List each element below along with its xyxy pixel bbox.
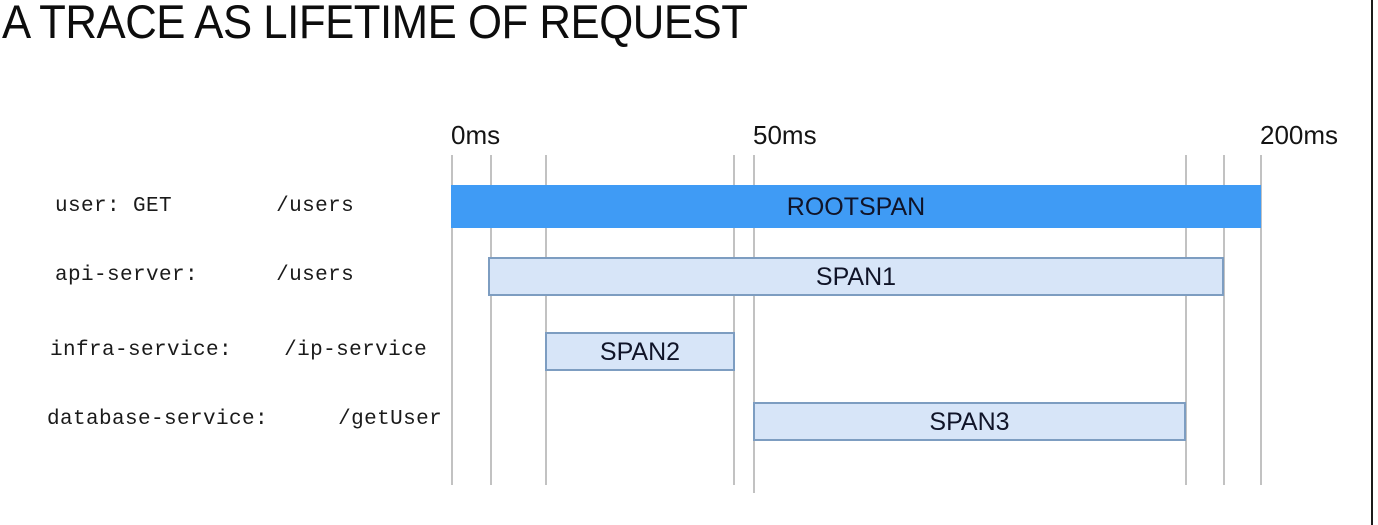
gridline-7	[1223, 155, 1225, 485]
row-service-user: user: GET	[55, 195, 173, 218]
gridline-2	[490, 155, 492, 485]
gridline-0ms	[451, 155, 453, 485]
row-label-infra-service: infra-service: /ip-service	[50, 338, 427, 364]
slide-right-border	[1371, 0, 1373, 525]
span-bar-span2[interactable]: SPAN2	[545, 332, 735, 371]
gridline-50ms	[753, 155, 755, 493]
row-endpoint-infra-service: /ip-service	[284, 339, 428, 362]
row-label-database-service: database-service: /getUser	[47, 407, 442, 433]
span-bar-span3[interactable]: SPAN3	[753, 402, 1186, 441]
gridline-3	[545, 155, 547, 485]
row-endpoint-user: /users	[276, 195, 355, 218]
page-title: A TRACE AS LIFETIME OF REQUEST	[2, 0, 748, 48]
row-label-api-server: api-server: /users	[55, 263, 354, 289]
row-service-api-server: api-server:	[55, 264, 199, 287]
span-label-span2: SPAN2	[599, 337, 681, 366]
span-label-span3: SPAN3	[929, 407, 1010, 436]
row-endpoint-database-service: /getUser	[338, 408, 443, 431]
span-label-span1: SPAN1	[815, 262, 897, 291]
span-label-rootspan: ROOTSPAN	[786, 192, 926, 221]
gridline-6	[1185, 155, 1187, 485]
row-label-user: user: GET /users	[55, 194, 354, 220]
row-service-database-service: database-service:	[47, 408, 269, 431]
axis-tick-label-50ms: 50ms	[753, 120, 817, 150]
axis-tick-label-0ms: 0ms	[451, 120, 501, 150]
axis-tick-label-200ms: 200ms	[1260, 120, 1339, 150]
row-endpoint-api-server: /users	[276, 264, 355, 287]
gridline-200ms	[1260, 155, 1262, 485]
span-bar-rootspan[interactable]: ROOTSPAN	[451, 185, 1261, 228]
span-bar-span1[interactable]: SPAN1	[488, 257, 1224, 296]
gridline-4	[733, 155, 735, 485]
row-service-infra-service: infra-service:	[50, 339, 233, 362]
